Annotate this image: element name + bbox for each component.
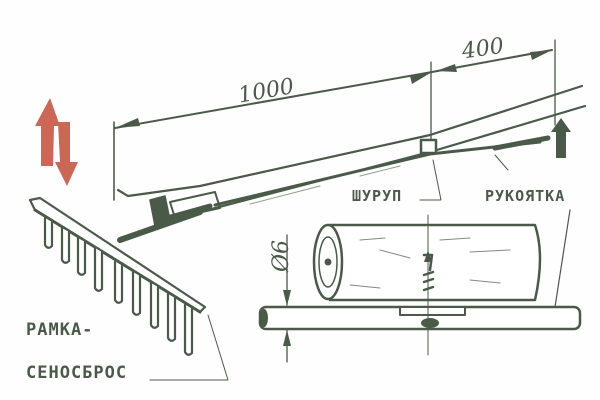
detail-handle-cylinder <box>312 223 542 302</box>
dimension-1000 <box>113 71 433 201</box>
up-down-arrows-icon <box>35 98 78 186</box>
screw-block <box>419 138 438 155</box>
handle-label: РУКОЯТКА <box>485 187 565 205</box>
handle-leader <box>554 209 571 308</box>
frame-label-line2: СЕНОСБРОС <box>26 363 127 383</box>
rake-head <box>28 196 207 356</box>
handle-leader-top <box>494 154 509 171</box>
detail-rod <box>258 305 582 331</box>
screw-label: ШУРУП <box>352 187 402 205</box>
detail-screw <box>422 214 435 356</box>
dimension-400 <box>430 39 556 146</box>
handle-knob <box>551 118 571 158</box>
dimension-diameter-label: Ø6 <box>269 240 294 273</box>
dimension-1000-label: 1000 <box>237 74 296 108</box>
screw-leader <box>419 159 442 201</box>
dimension-400-label: 400 <box>459 34 505 65</box>
rake-joint <box>149 191 221 227</box>
frame-label-line1: РАМКА- <box>26 320 93 340</box>
dimension-diameter <box>283 234 291 363</box>
frame-leader <box>149 314 229 381</box>
